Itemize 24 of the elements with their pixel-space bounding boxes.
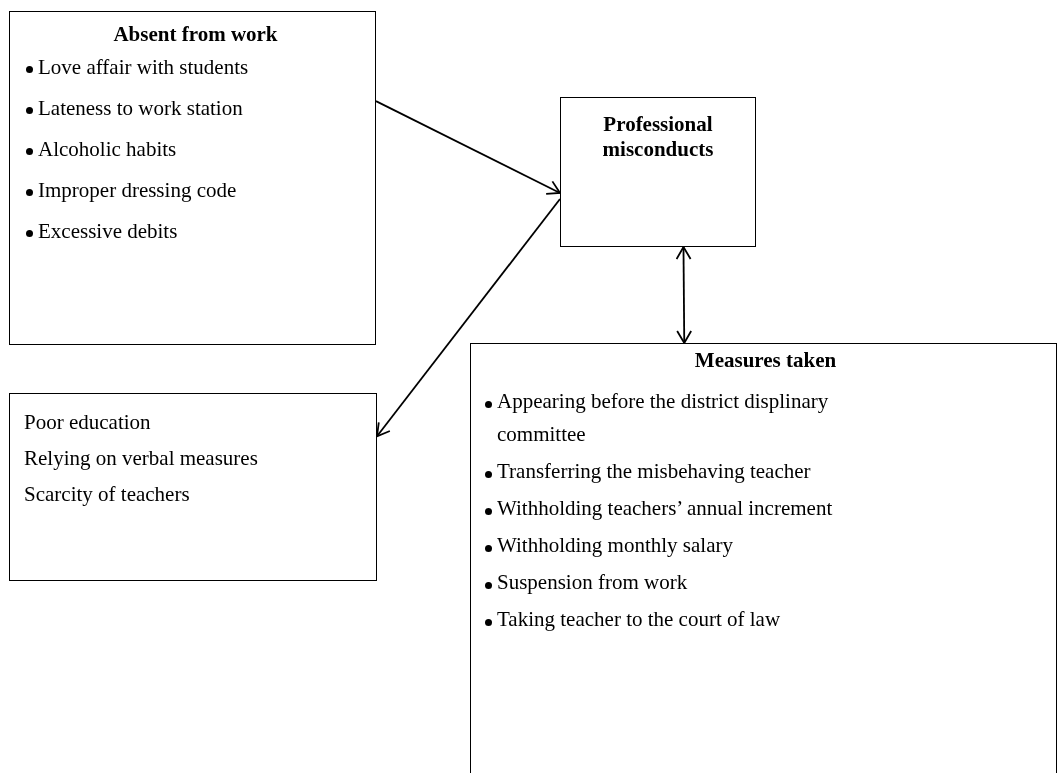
list-item: Alcoholic habits bbox=[38, 137, 177, 161]
text-box bbox=[470, 343, 1057, 773]
text-box bbox=[9, 393, 377, 581]
list-item: Scarcity of teachers bbox=[24, 481, 191, 508]
list-item: Improper dressing code bbox=[38, 178, 237, 202]
list-item: Lateness to work station bbox=[38, 96, 243, 120]
list-item: Suspension from work bbox=[497, 569, 688, 596]
list-item: Relying on verbal measures bbox=[24, 445, 259, 472]
list-item: Love affair with students bbox=[38, 55, 249, 79]
arrow bbox=[675, 246, 693, 344]
arrow bbox=[376, 198, 561, 438]
text-box bbox=[560, 97, 756, 247]
list-item: Poor education bbox=[24, 409, 152, 436]
box-heading: Measures taken bbox=[693, 348, 838, 373]
list-item: Withholding monthly salary bbox=[497, 532, 733, 559]
box-heading: Absent from work bbox=[112, 22, 279, 47]
list-item: Taking teacher to the court of law bbox=[497, 606, 781, 633]
arrow bbox=[375, 100, 561, 195]
list-item: Withholding teachers’ annual increment bbox=[497, 495, 833, 522]
list-item: Excessive debits bbox=[38, 219, 178, 243]
text-box bbox=[9, 11, 376, 345]
list-item: Transferring the misbehaving teacher bbox=[497, 458, 811, 485]
list-item: Appearing before the district displinary committee bbox=[497, 388, 830, 448]
box-heading: Professional misconducts bbox=[601, 112, 715, 162]
